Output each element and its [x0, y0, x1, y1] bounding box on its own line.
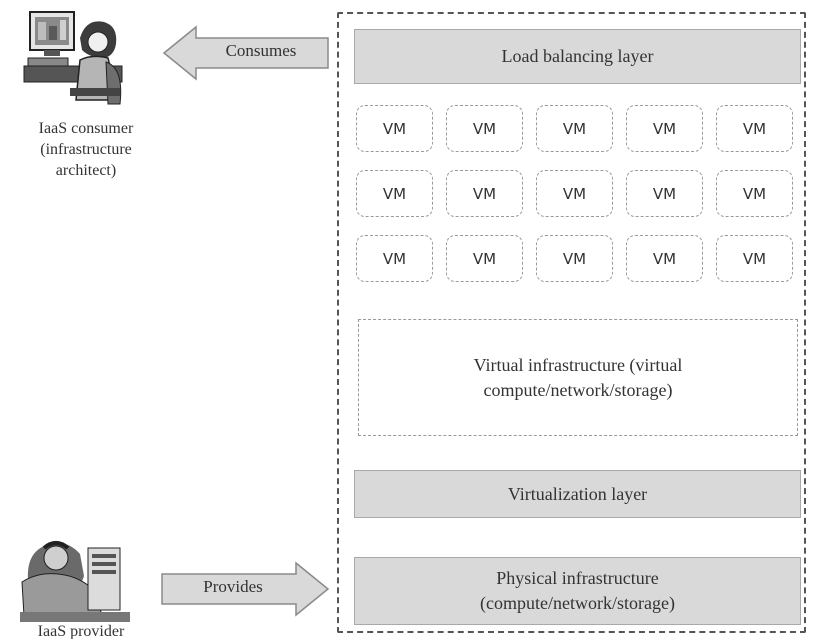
virtual-infrastructure-line1: Virtual infrastructure (virtual [473, 354, 683, 375]
vm-box: VM [716, 105, 793, 152]
vm-box: VM [536, 235, 613, 282]
consumer-caption-line1: IaaS consumer [38, 120, 134, 137]
provides-label: Provides [203, 577, 263, 596]
virtualization-layer: Virtualization layer [354, 470, 801, 518]
vm-box: VM [356, 105, 433, 152]
vm-box: VM [446, 235, 523, 282]
vm-box: VM [626, 170, 703, 217]
consumer-caption-line2: (infrastructure [40, 141, 132, 158]
virtual-infrastructure-line2: compute/network/storage) [483, 379, 673, 400]
physical-infrastructure-layer: Physical infrastructure (compute/network… [354, 557, 801, 625]
vm-box: VM [536, 170, 613, 217]
vm-grid: VM VM VM VM VM VM VM VM VM VM VM VM VM V… [356, 105, 803, 290]
virtual-infrastructure-box: Virtual infrastructure (virtual compute/… [358, 319, 798, 436]
iaas-stack-container [337, 12, 806, 633]
provider-caption-line1: IaaS provider [37, 623, 125, 639]
load-balancing-layer: Load balancing layer [354, 29, 801, 84]
consumes-label: Consumes [225, 41, 297, 60]
vm-box: VM [356, 170, 433, 217]
provides-arrow [161, 561, 330, 617]
consumes-arrow [162, 25, 329, 81]
vm-box: VM [626, 235, 703, 282]
vm-box: VM [446, 170, 523, 217]
vm-box: VM [356, 235, 433, 282]
vm-box: VM [446, 105, 523, 152]
provider-caption: IaaS provider [16, 621, 146, 639]
physical-infrastructure-line2: (compute/network/storage) [480, 593, 675, 613]
provider-figure [20, 541, 130, 622]
vm-box: VM [716, 170, 793, 217]
virtualization-label: Virtualization layer [507, 483, 648, 504]
load-balancing-label: Load balancing layer [501, 46, 654, 66]
physical-infrastructure-line1: Physical infrastructure [496, 568, 659, 588]
consumer-figure [23, 11, 123, 105]
vm-box: VM [536, 105, 613, 152]
consumer-caption-line3: architect) [55, 162, 117, 179]
consumer-caption: IaaS consumer (infrastructure architect) [10, 118, 162, 181]
vm-box: VM [716, 235, 793, 282]
vm-box: VM [626, 105, 703, 152]
